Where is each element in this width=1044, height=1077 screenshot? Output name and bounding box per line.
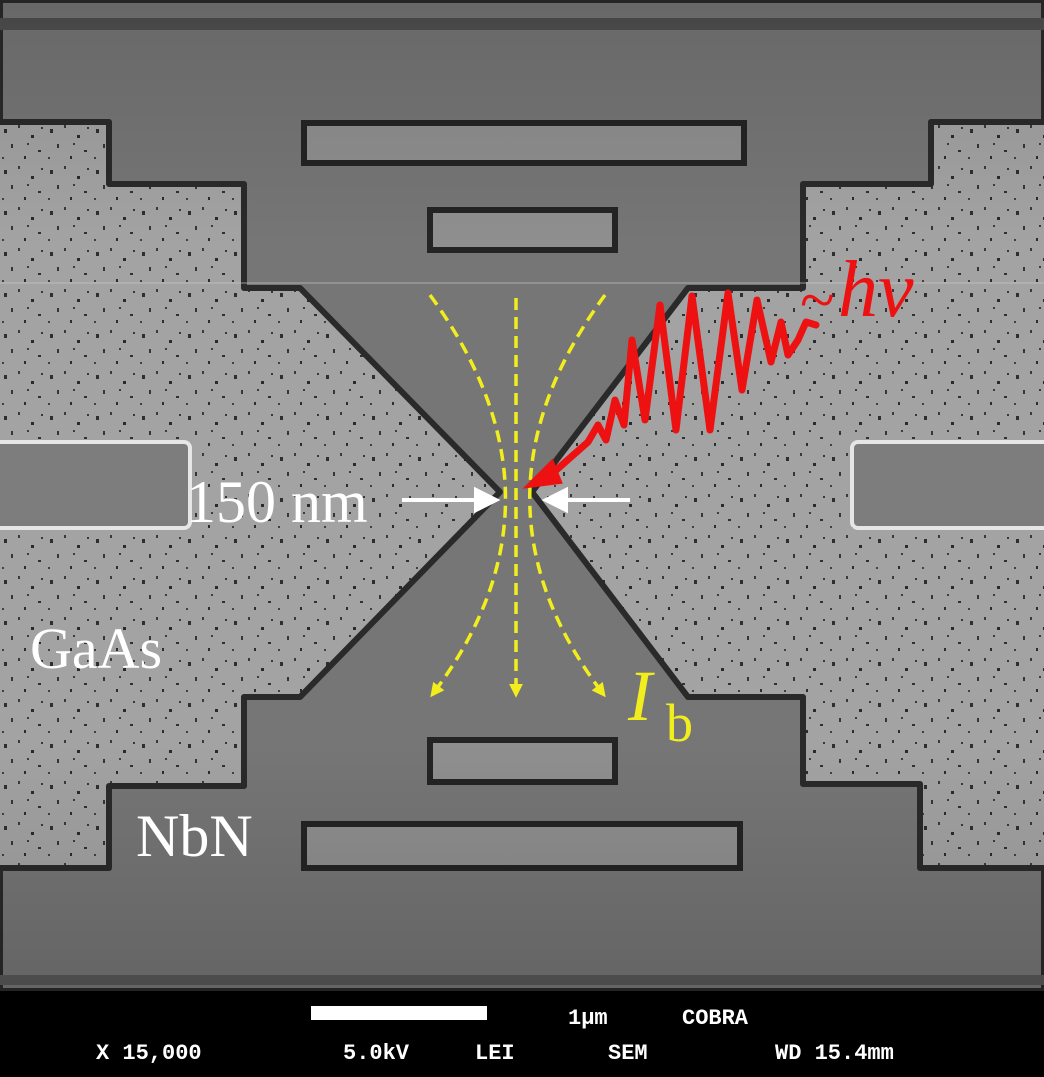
accelerating-voltage: 5.0kV bbox=[343, 1041, 410, 1066]
bias-current-symbol: I bbox=[628, 656, 652, 736]
gaas-label: GaAs bbox=[30, 616, 163, 681]
magnification: X 15,000 bbox=[96, 1041, 202, 1066]
width-label: 150 nm bbox=[186, 469, 368, 535]
current-arrow-right bbox=[528, 293, 607, 698]
scale-bar bbox=[311, 1006, 487, 1020]
sem-image: 150 nm GaAs NbN ~ hν I b bbox=[0, 0, 1044, 991]
nbn-label: NbN bbox=[136, 803, 253, 869]
vignette bbox=[0, 0, 1044, 991]
imaging-mode: SEM bbox=[608, 1041, 648, 1066]
width-arrows bbox=[402, 486, 630, 514]
bias-current-subscript: b bbox=[666, 693, 693, 753]
scale-label: 1μm bbox=[568, 1006, 608, 1031]
working-distance: WD 15.4mm bbox=[775, 1041, 894, 1066]
photon-wave-packet bbox=[522, 289, 820, 489]
photon-tilde: ~ bbox=[800, 264, 835, 335]
detector: LEI bbox=[475, 1041, 515, 1066]
current-arrow-left bbox=[428, 293, 508, 698]
bias-current-arrows bbox=[428, 293, 607, 698]
instrument-name: COBRA bbox=[682, 1006, 749, 1031]
sem-info-bar: 1μm COBRA X 15,000 5.0kV LEI SEM WD 15.4… bbox=[0, 991, 1044, 1077]
photon-symbol: hν bbox=[838, 246, 914, 334]
